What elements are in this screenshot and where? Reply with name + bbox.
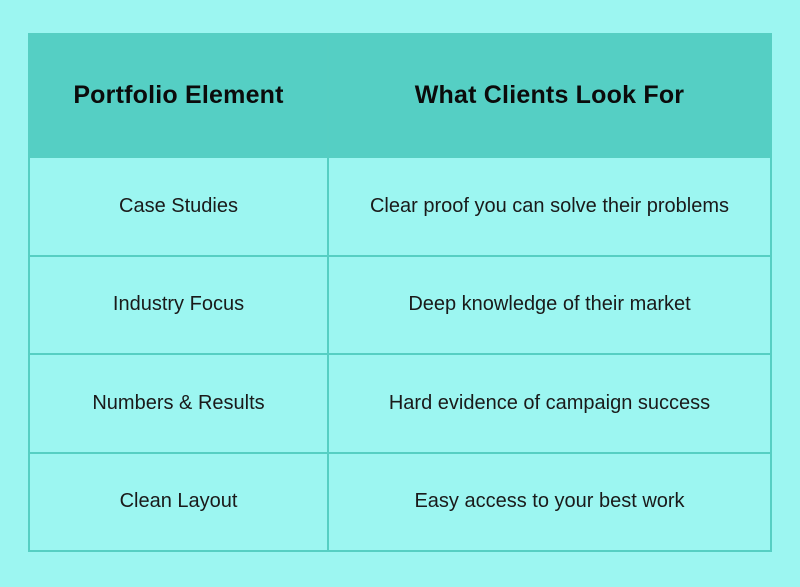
cell-portfolio-element: Industry Focus [28, 254, 329, 355]
table-body: Case Studies Clear proof you can solve t… [28, 156, 772, 552]
cell-portfolio-element: Numbers & Results [28, 353, 329, 454]
cell-client-expectation: Clear proof you can solve their problems [327, 156, 772, 257]
header-row: Portfolio Element What Clients Look For [28, 33, 772, 158]
header-what-clients-look-for: What Clients Look For [327, 33, 772, 158]
comparison-table-container: Portfolio Element What Clients Look For … [28, 33, 772, 552]
table-row: Case Studies Clear proof you can solve t… [28, 156, 772, 257]
table-row: Industry Focus Deep knowledge of their m… [28, 254, 772, 355]
cell-client-expectation: Deep knowledge of their market [327, 254, 772, 355]
portfolio-table: Portfolio Element What Clients Look For … [28, 33, 772, 552]
table-row: Clean Layout Easy access to your best wo… [28, 451, 772, 552]
cell-client-expectation: Hard evidence of campaign success [327, 353, 772, 454]
cell-portfolio-element: Clean Layout [28, 451, 329, 552]
cell-portfolio-element: Case Studies [28, 156, 329, 257]
table-row: Numbers & Results Hard evidence of campa… [28, 353, 772, 454]
header-portfolio-element: Portfolio Element [28, 33, 329, 158]
table-header: Portfolio Element What Clients Look For [28, 33, 772, 158]
cell-client-expectation: Easy access to your best work [327, 451, 772, 552]
